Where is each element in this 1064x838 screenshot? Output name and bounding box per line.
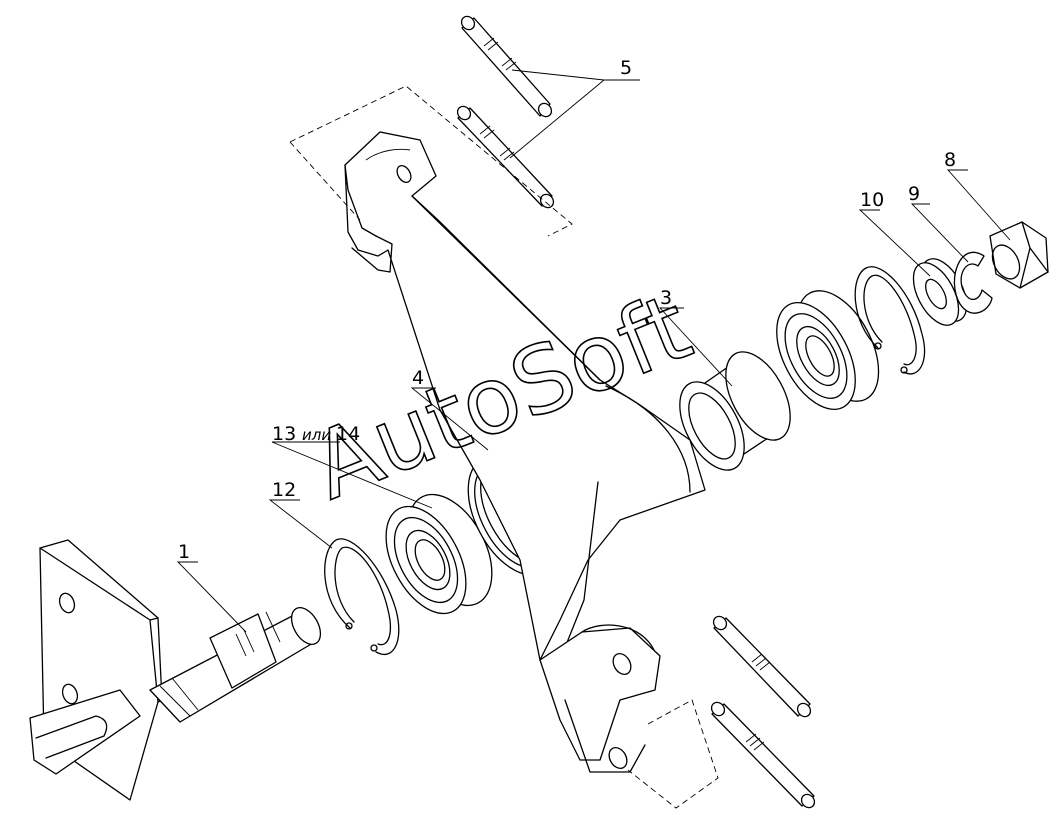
callout-8: 8 (944, 149, 956, 171)
callout-13: 13 (272, 423, 296, 445)
part-12-retaining-ring (324, 538, 400, 655)
callout-12: 12 (272, 479, 296, 501)
callout-13-or: или (302, 426, 331, 444)
callout-5: 5 (620, 57, 632, 79)
guide-box-bottom (627, 699, 719, 809)
callout-14: 14 (336, 423, 360, 445)
part-9-lock-washer (953, 251, 993, 314)
callout-3: 3 (660, 287, 672, 309)
callout-1: 1 (178, 541, 190, 563)
lever-arm-body (344, 131, 706, 773)
part-1-bracket-shaft (29, 539, 322, 801)
callout-4: 4 (412, 367, 424, 389)
part-3-sleeve (679, 351, 791, 471)
bearing-right (776, 290, 880, 411)
retaining-ring-right (854, 266, 926, 375)
callout-10: 10 (860, 189, 884, 211)
part-8-hex-nut (989, 221, 1049, 289)
part-13-bearing (385, 493, 493, 615)
guide-box-top (289, 85, 573, 237)
leader-lines (176, 69, 1011, 633)
part-5-pins-bottom (710, 615, 816, 809)
callout-9: 9 (908, 183, 920, 205)
part-5-pins-top (456, 15, 555, 209)
guide-box-top-left (289, 141, 361, 221)
